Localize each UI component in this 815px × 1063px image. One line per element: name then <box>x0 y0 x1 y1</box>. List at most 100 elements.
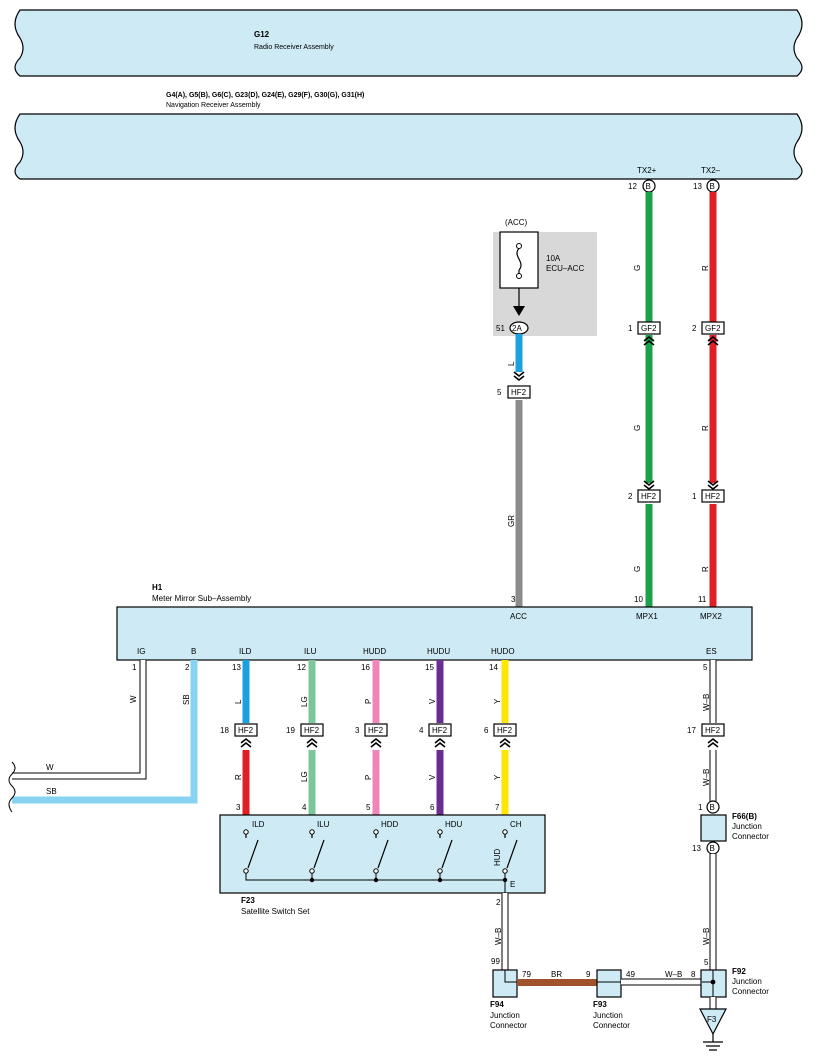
hf2-4-pin: 4 <box>419 726 424 735</box>
hf2-17-connector <box>701 723 725 737</box>
hf2-2-pin: 2 <box>628 492 633 501</box>
mpx2-wire-upper <box>709 192 717 322</box>
f23-hdd-label: HDD <box>381 820 399 829</box>
ild-color-top: L <box>234 699 243 704</box>
f94-name1: Junction <box>490 1011 520 1020</box>
hf2-4-connector <box>428 723 452 737</box>
mpx1-wire-mid <box>645 335 653 483</box>
hf2-19-name: HF2 <box>304 726 320 735</box>
f94-code: F94 <box>490 1000 504 1009</box>
f23-ild-label: ILD <box>252 820 265 829</box>
hf2-connector-2 <box>637 489 661 503</box>
ilu-wire-bottom <box>308 750 316 815</box>
f23-ilu-label: ILU <box>317 820 330 829</box>
radio-receiver-code: G12 <box>254 30 270 39</box>
mpx1-color-2: G <box>633 425 642 431</box>
hudd-wire-bottom <box>372 750 380 815</box>
ilu-wire-top <box>308 660 316 723</box>
hf2-18-chevron <box>240 738 252 748</box>
f94-out-pin: 79 <box>522 970 531 979</box>
h1-code: H1 <box>152 583 163 592</box>
tx2p-pin: 12 <box>628 182 637 191</box>
mpx1-color-1: G <box>633 265 642 271</box>
h1-es-label: ES <box>706 647 717 656</box>
gf2-connector-2 <box>701 321 725 335</box>
f23-bus-nodes <box>309 877 508 883</box>
f66-bot-pin: 13 <box>692 844 701 853</box>
acc-color-lower: GR <box>507 515 516 527</box>
f66-top-connector <box>706 800 720 814</box>
es-color-mid: W–B <box>702 769 711 786</box>
tx2m-signal: TX2– <box>701 166 721 175</box>
f23-code: F23 <box>241 896 255 905</box>
h1-ild-label: ILD <box>239 647 252 656</box>
f92-code: F92 <box>732 967 746 976</box>
mpx2-wire-mid <box>709 335 717 483</box>
f23-hdd-pin: 5 <box>366 803 371 812</box>
hf2-6-connector <box>493 723 517 737</box>
h1-mpx1-label: MPX1 <box>636 612 658 621</box>
f23-ild-pin: 3 <box>236 803 241 812</box>
h1-es-pin: 5 <box>703 663 708 672</box>
f94-name2: Connector <box>490 1021 527 1030</box>
gf2-2-pin: 2 <box>692 324 697 333</box>
hf2-18-pin: 18 <box>220 726 229 735</box>
hudu-wire-top <box>436 660 444 723</box>
h1-acc-label: ACC <box>510 612 527 621</box>
hudd-color-top: P <box>364 699 373 704</box>
gf2-1-name: GF2 <box>641 324 657 333</box>
gf2-1-pin: 1 <box>628 324 633 333</box>
f93-out-color: W–B <box>665 970 682 979</box>
mpx2-wire-lower <box>709 504 717 607</box>
f92-name1: Junction <box>732 977 762 986</box>
hf2-6-pin: 6 <box>484 726 489 735</box>
gf2-connector-1 <box>637 321 661 335</box>
h1-name: Meter Mirror Sub–Assembly <box>152 594 251 603</box>
mpx2-color-2: R <box>701 425 710 431</box>
hf2-19-pin: 19 <box>286 726 295 735</box>
f66-top-pin: 1 <box>698 803 703 812</box>
h1-hudo-label: HUDO <box>491 647 515 656</box>
f23-out-color: W–B <box>494 928 503 945</box>
h1-hudo-pin: 14 <box>489 663 498 672</box>
fuse-pin: 51 <box>496 324 505 333</box>
f92-top-pin: 5 <box>704 958 709 967</box>
ild-wire-bottom <box>242 750 250 815</box>
mpx1-wire-upper <box>645 192 653 322</box>
ild-color-bot: R <box>234 774 243 780</box>
b-color-h: SB <box>46 787 57 796</box>
f92-name2: Connector <box>732 987 769 996</box>
hf2-19-chevron <box>306 738 318 748</box>
h1-box <box>116 606 753 661</box>
f93-out-pin: 49 <box>626 970 635 979</box>
acc-wire-upper <box>515 334 523 372</box>
h1-mpx1-pin: 10 <box>634 595 643 604</box>
hf2-4-name: HF2 <box>432 726 448 735</box>
hf2-3-pin: 3 <box>355 726 360 735</box>
hudd-color-bot: P <box>364 775 373 780</box>
mpx1-color-3: G <box>633 566 642 572</box>
f23-switch-contacts <box>243 829 508 835</box>
nav-receiver-code: G4(A), G5(B), G6(C), G23(D), G24(E), G29… <box>166 92 364 99</box>
es-color-top: W–B <box>702 694 711 711</box>
f23-ch-pin: 7 <box>495 803 500 812</box>
f66-name2: Connector <box>732 832 769 841</box>
f66-bot-conn: B <box>710 844 715 853</box>
ig-color-h: W <box>46 763 54 772</box>
fuse-name: ECU–ACC <box>546 264 584 273</box>
f66-box <box>700 814 727 842</box>
f93-code: F93 <box>593 1000 607 1009</box>
f93-in-pin: 9 <box>586 970 591 979</box>
h1-ig-label: IG <box>137 647 145 656</box>
fuse-supply: (ACC) <box>505 218 528 227</box>
fuse-arrow-icon <box>513 306 525 316</box>
hudu-color-bot: V <box>428 774 437 780</box>
f93-name1: Junction <box>593 1011 623 1020</box>
tx2p-signal: TX2+ <box>637 166 657 175</box>
h1-hudd-pin: 16 <box>361 663 370 672</box>
br-color: BR <box>551 970 562 979</box>
h1-hudu-label: HUDU <box>427 647 450 656</box>
hf2-18-name: HF2 <box>238 726 254 735</box>
f94-internal-link <box>504 970 517 983</box>
